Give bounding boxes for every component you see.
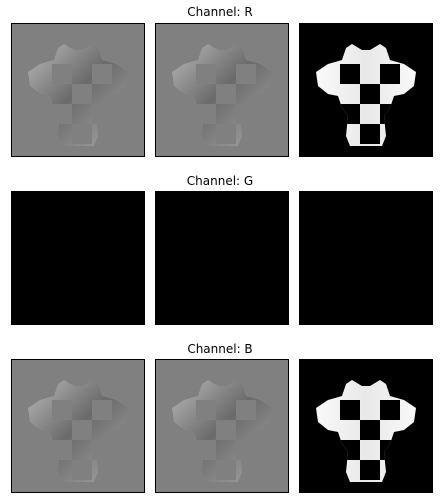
- row-title-g: Channel: G: [186, 174, 254, 188]
- r-shaded-2-image: [156, 24, 288, 156]
- b-mask-image: [300, 360, 432, 492]
- row-title-b: Channel: B: [187, 342, 253, 356]
- panel-g-3: [299, 191, 433, 325]
- g-2-image: [156, 192, 288, 324]
- r-shaded-1-image: [12, 24, 144, 156]
- panel-r-3: [299, 23, 433, 157]
- r-mask-image: [300, 24, 432, 156]
- g-1-image: [12, 192, 144, 324]
- panel-b-1: [11, 359, 145, 493]
- panel-g-2: [155, 191, 289, 325]
- panel-g-1: [11, 191, 145, 325]
- panel-b-3: [299, 359, 433, 493]
- b-shaded-1-image: [12, 360, 144, 492]
- panel-b-2: [155, 359, 289, 493]
- b-shaded-2-image: [156, 360, 288, 492]
- row-title-r: Channel: R: [187, 5, 253, 19]
- panel-r-2: [155, 23, 289, 157]
- panel-r-1: [11, 23, 145, 157]
- g-3-image: [300, 192, 432, 324]
